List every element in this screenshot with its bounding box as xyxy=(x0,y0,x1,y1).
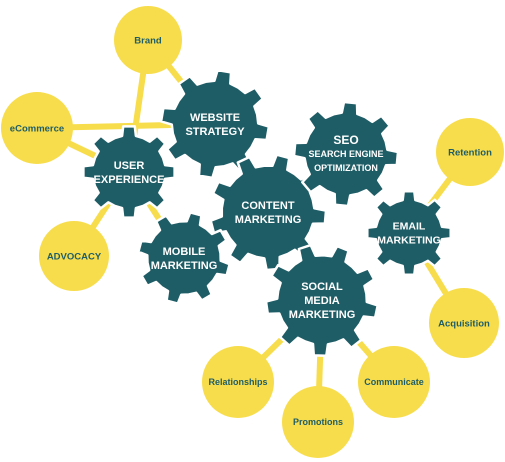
circle-shape xyxy=(39,221,109,291)
gear-label-line: WEBSITE xyxy=(190,112,240,124)
circle-relationships: Relationships xyxy=(202,346,274,418)
circle-brand: Brand xyxy=(114,6,182,74)
gear-label-line: MARKETING xyxy=(289,309,356,321)
gear-icon xyxy=(137,211,231,305)
circle-label: Brand xyxy=(134,35,162,46)
circle-promotions: Promotions xyxy=(282,386,354,458)
gear-icon xyxy=(366,190,452,276)
gear-label-line: MEDIA xyxy=(304,295,340,307)
circle-label: Promotions xyxy=(293,417,343,427)
circle-shape xyxy=(282,386,354,458)
gear-label-line: MARKETING xyxy=(377,235,441,247)
circle-acquisition: Acquisition xyxy=(429,288,499,358)
circle-shape xyxy=(202,346,274,418)
gear-label-line: MARKETING xyxy=(235,214,302,226)
circle-shape xyxy=(429,288,499,358)
circle-label: eCommerce xyxy=(10,123,64,134)
topic-gears: WEBSITE STRATEGY USER EXPERIENCE CONTENT MARK… xyxy=(82,68,452,358)
gear-label-line: SEARCH ENGINE xyxy=(308,149,383,159)
gear-label-line: OPTIMIZATION xyxy=(314,163,378,173)
circle-label: Communicate xyxy=(364,377,424,387)
gear-label-line: SEO xyxy=(333,133,358,147)
circle-communicate: Communicate xyxy=(358,346,430,418)
gear-label-line: CONTENT xyxy=(241,200,294,212)
circle-shape xyxy=(1,92,73,164)
gear-label-line: SOCIAL xyxy=(301,281,343,293)
circle-label: Relationships xyxy=(208,377,267,387)
circle-ecommerce: eCommerce xyxy=(1,92,73,164)
gear-icon xyxy=(292,100,400,208)
gear-label-line: MARKETING xyxy=(151,260,218,272)
gear-email-marketing: EMAIL MARKETING xyxy=(366,190,452,276)
gear-social-media-marketing: SOCIAL MEDIA MARKETING xyxy=(264,243,379,358)
gear-label-line: MOBILE xyxy=(163,246,206,258)
gear-label-line: USER xyxy=(114,160,145,172)
circle-label: Acquisition xyxy=(438,318,490,329)
circle-advocacy: ADVOCACY xyxy=(39,221,109,291)
gear-mobile-marketing: MOBILE MARKETING xyxy=(137,211,231,305)
gear-icon xyxy=(82,125,176,219)
circle-shape xyxy=(436,118,504,186)
circle-shape xyxy=(358,346,430,418)
circle-retention: Retention xyxy=(436,118,504,186)
gear-seo: SEO SEARCH ENGINE OPTIMIZATION xyxy=(292,100,400,208)
circle-label: Retention xyxy=(448,147,492,158)
gear-label-line: EXPERIENCE xyxy=(94,174,165,186)
circle-shape xyxy=(114,6,182,74)
gear-label-line: EMAIL xyxy=(393,221,426,233)
gear-user-experience: USER EXPERIENCE xyxy=(82,125,176,219)
gear-label-line: STRATEGY xyxy=(185,126,245,138)
gear-icon xyxy=(264,243,379,358)
circle-label: ADVOCACY xyxy=(47,251,102,262)
